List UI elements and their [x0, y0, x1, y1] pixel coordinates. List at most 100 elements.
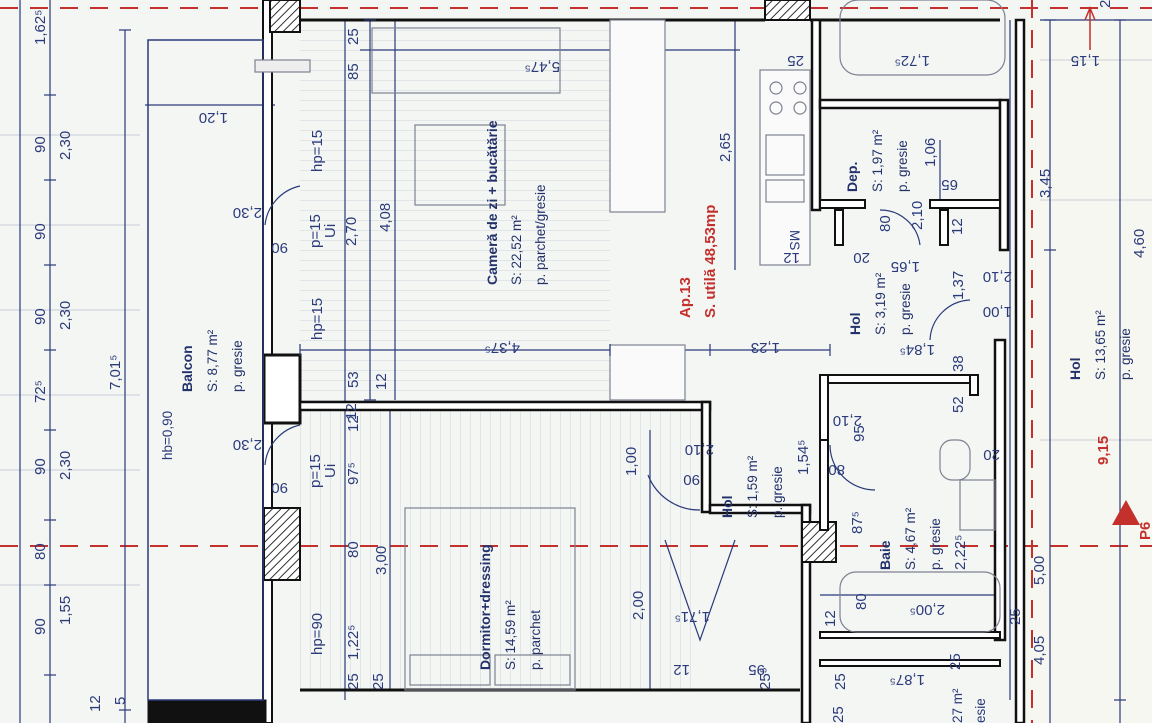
dim-label: 12 [949, 218, 966, 235]
dim-label: 87⁵ [849, 511, 866, 534]
door-swings [264, 185, 971, 642]
dim-label: 90 [32, 618, 49, 635]
balcony-rail [147, 39, 264, 701]
bath-area: S: 4,67 m² [903, 507, 918, 570]
north-arrow-icon [1084, 6, 1096, 50]
dim-label: 20 [853, 249, 870, 266]
dim-label: 12 [822, 610, 839, 627]
bedroom-floor [300, 410, 700, 690]
dim-label: 80 [32, 543, 49, 560]
dim-label: hp=15 [309, 298, 326, 340]
dim-label: 1,37 [950, 271, 967, 300]
dim-label: 12 [373, 373, 390, 390]
dim-label: 85 [345, 63, 362, 80]
dim-label: hb=0,90 [160, 411, 175, 460]
dim-label: 12 [87, 695, 104, 712]
living-area: S: 22,52 m² [509, 215, 524, 285]
dim-label: 25 [947, 653, 964, 670]
dim-label: 25 [832, 673, 849, 690]
room-hall-center: Hol S: 3,19 m² p. gresie [847, 272, 913, 335]
dim-label: 53 [345, 371, 362, 388]
dim-label: 72⁵ [32, 380, 49, 403]
dimension-lines [19, 0, 1152, 723]
dim-label: 1,84⁵ [900, 341, 935, 358]
room-storage: Dep. S: 1,97 m² p. gresie [844, 129, 910, 192]
dim-label: 2,30 [57, 131, 74, 160]
dim-label: 80 [828, 461, 845, 478]
dim-label: 27 m² [950, 688, 965, 723]
dim-label: 95 [851, 425, 868, 442]
dim-label: 1,55 [57, 596, 74, 625]
bed [404, 507, 576, 691]
dimension-labels: 5,47⁵ 2,65 4,08 2,70 4,37⁵ 1,23 3,00 2,0… [32, 0, 1152, 723]
dim-label: 5 [112, 697, 129, 705]
dim-label: 90 [271, 239, 288, 256]
hall-right-floor [1024, 20, 1152, 723]
bath-floor-type: p. gresie [928, 518, 943, 570]
dim-label: 2,70 [343, 217, 360, 246]
dim-label: 2,00⁵ [910, 601, 945, 618]
dim-label: 90 [32, 136, 49, 153]
dim-label: 2 [1097, 0, 1114, 8]
dim-label: 90 [32, 308, 49, 325]
hall-center-floor-type: p. gresie [898, 283, 913, 335]
dim-label: 2,65 [717, 133, 734, 162]
furniture [147, 0, 1006, 701]
grid-lines [0, 59, 1152, 586]
room-balcony: Balcon S: 8,77 m² p. gresie [179, 329, 245, 392]
bath-name: Baie [877, 540, 893, 570]
dim-label: 90 [32, 223, 49, 240]
dim-label: 5,47⁵ [525, 58, 560, 75]
dim-label: 2,10 [983, 268, 1012, 285]
dim-label: 25 [345, 673, 362, 690]
dim-label: 1,87⁵ [890, 671, 925, 688]
dim-label: 2,22⁵ [952, 535, 969, 570]
balcony-name: Balcon [179, 345, 195, 392]
dim-label: Ui [322, 464, 339, 478]
dim-label: 80 [853, 593, 870, 610]
dim-label: 65 [941, 176, 958, 193]
sofa [371, 27, 561, 94]
dim-label: 12 [783, 249, 800, 266]
bathtub-bath [839, 571, 1001, 633]
hall-right-area: S: 13,65 m² [1093, 310, 1108, 380]
dim-label: 12 [343, 403, 360, 420]
dim-label: 3,00 [373, 546, 390, 575]
dim-label: 3,45 [1037, 169, 1054, 198]
dim-label: 20 [983, 446, 1000, 463]
dim-label: 2,10 [909, 201, 926, 230]
facade-column-mid [262, 353, 302, 425]
kitchen-island [609, 19, 666, 213]
dim-label: 90 [683, 471, 700, 488]
dim-label: 1,15 [1071, 52, 1100, 69]
dim-label: p=15 [307, 454, 324, 488]
walls [147, 0, 1026, 723]
living-bedroom-wall [298, 400, 712, 412]
dim-label: 1,20 [199, 109, 228, 126]
dim-label: 4,37⁵ [485, 339, 520, 356]
dim-label: 25 [370, 673, 387, 690]
dim-label: 1,54⁵ [795, 440, 812, 475]
dim-label: 25⁵ [757, 667, 774, 690]
room-bath: Baie S: 4,67 m² p. gresie [877, 507, 943, 570]
section-marker-icon [1112, 500, 1140, 525]
dim-label: 4,08 [377, 203, 394, 232]
dim-label: 1,72⁵ [895, 52, 930, 69]
dim-label: 2,30 [57, 301, 74, 330]
dim-label: 1,06 [922, 138, 939, 167]
bathtub-top [839, 0, 1006, 76]
hall-small-floor-type: p. gresie [770, 466, 785, 518]
dim-label: 1,22⁵ [345, 625, 362, 660]
dim-label: 1,00 [983, 303, 1012, 320]
living-floor-type: p. parchet/gresie [533, 184, 548, 285]
balcony-area: S: 8,77 m² [205, 329, 220, 392]
hall-right-name: Hol [1067, 357, 1083, 380]
dim-label: 80 [345, 541, 362, 558]
dim-label: 1,71⁵ [675, 608, 710, 625]
hall-small-area: S: 1,59 m² [745, 455, 760, 518]
dim-label: 2,10 [833, 412, 862, 429]
facade-column-bottom [263, 507, 301, 581]
dim-label: 7,01⁵ [107, 355, 124, 390]
room-hall-small: Hol S: 1,59 m² p. gresie [719, 455, 785, 518]
